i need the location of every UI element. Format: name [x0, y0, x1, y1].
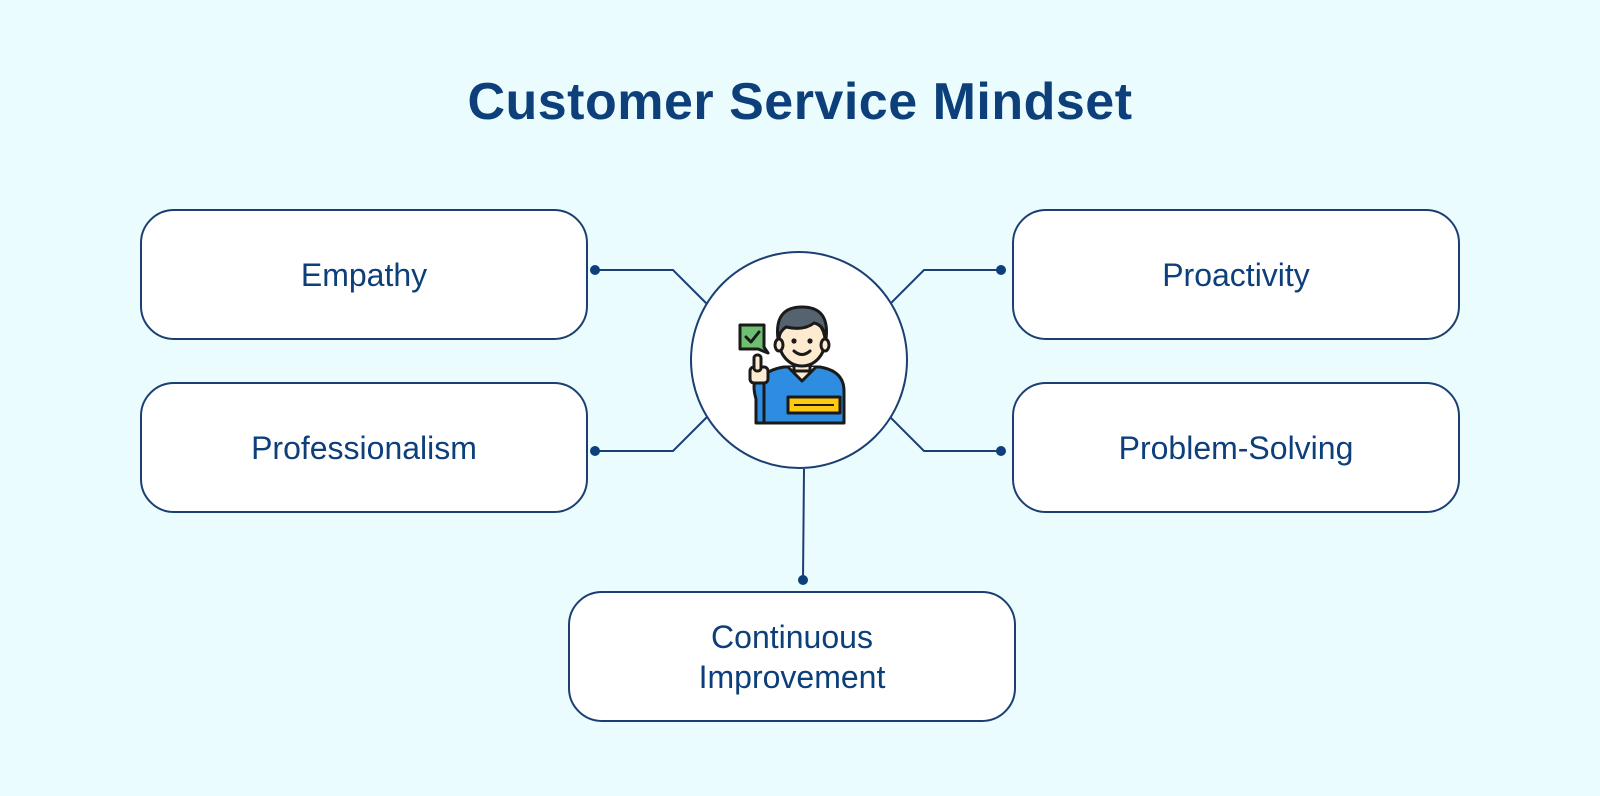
node-label-proactivity: Proactivity: [1162, 256, 1310, 293]
node-label-professionalism: Professionalism: [251, 429, 477, 466]
connector-dot-continuous-improvement: [798, 575, 808, 585]
connector-empathy: [595, 269, 709, 306]
connector-dot-problem-solving: [996, 446, 1006, 456]
diagram-title: Customer Service Mindset: [467, 73, 1133, 131]
node-proactivity: Proactivity: [1012, 209, 1460, 340]
node-problem-solving: Problem-Solving: [1012, 382, 1460, 513]
connector-professionalism: [595, 415, 709, 452]
connector-dot-proactivity: [996, 265, 1006, 275]
connector-continuous-improvement: [802, 468, 805, 581]
central-hub: [690, 251, 908, 469]
node-label-empathy: Empathy: [300, 256, 428, 293]
node-label-problem-solving: Problem-Solving: [1118, 429, 1354, 466]
node-continuous-improvement: Continuous Improvement: [568, 591, 1016, 722]
node-professionalism: Professionalism: [140, 382, 588, 513]
connector-dot-professionalism: [590, 446, 600, 456]
customer-service-agent-icon: [738, 305, 846, 425]
connector-proactivity: [888, 269, 1001, 306]
connector-dot-empathy: [590, 265, 600, 275]
node-label-continuous-improvement: Continuous Improvement: [698, 618, 886, 695]
node-empathy: Empathy: [140, 209, 588, 340]
connector-problem-solving: [888, 415, 1001, 452]
